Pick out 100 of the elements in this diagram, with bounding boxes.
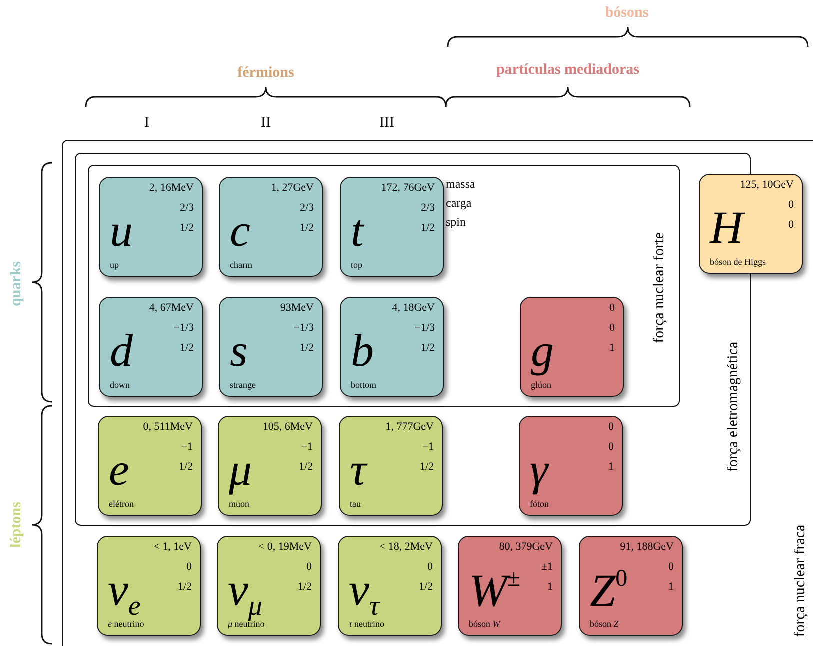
particle-name: elétron: [109, 500, 134, 509]
spin-value: 1/2: [298, 462, 313, 473]
particle-symbol: c: [230, 208, 250, 254]
spin-value: 1/2: [298, 582, 312, 593]
particle-card: [98, 416, 202, 516]
particle-symbol: s: [230, 328, 248, 374]
charge-value: −1/3: [414, 323, 435, 334]
spin-value: 1/2: [420, 462, 434, 473]
charge-value: 0: [186, 562, 192, 573]
mass-value: < 1, 1eV: [154, 542, 192, 553]
particle-name: fóton: [530, 500, 549, 509]
property-key: carga: [446, 197, 472, 209]
charge-value: 2/3: [300, 203, 314, 214]
particle-symbol: e: [109, 447, 130, 493]
particle-name: e neutrino: [108, 620, 144, 629]
particle-symbol: W$^{±}$: [469, 567, 520, 614]
particle-symbol: ν$_{e}$: [108, 567, 141, 621]
particle-card: [219, 177, 323, 277]
spin-value: 1: [608, 462, 614, 473]
particle-name: bottom: [351, 381, 377, 390]
charge-value: 0: [610, 323, 615, 334]
mass-value: 4, 67MeV: [149, 303, 194, 314]
particle-card: [340, 297, 444, 397]
particle-card: [339, 416, 443, 516]
mass-value: 4, 18GeV: [392, 303, 435, 314]
spin-value: 0: [788, 220, 794, 231]
charge-value: 2/3: [420, 203, 435, 214]
particle-card: [520, 297, 624, 397]
charge-value: −1: [181, 442, 193, 453]
particle-name: μ neutrino: [228, 620, 265, 629]
mass-value: < 0, 19MeV: [258, 542, 312, 553]
force-region: [62, 140, 813, 646]
category-heading: bósons: [605, 6, 649, 21]
particle-card: [219, 297, 323, 397]
mass-value: 1, 27GeV: [271, 183, 314, 194]
mass-value: 93MeV: [280, 303, 314, 314]
generation-numeral: III: [380, 116, 394, 131]
charge-value: −1: [301, 442, 313, 453]
particle-name: glúon: [531, 381, 552, 390]
spin-value: 1: [668, 582, 674, 593]
particle-symbol: g: [531, 328, 554, 374]
particle-symbol: ν$_{μ}$: [228, 567, 262, 621]
particle-card: [97, 536, 201, 636]
charge-value: −1: [422, 442, 434, 453]
generation-numeral: I: [144, 116, 150, 131]
particle-symbol: τ: [350, 447, 366, 493]
region-label: força nuclear fraca: [794, 524, 808, 638]
generation-numeral: II: [261, 116, 271, 131]
mass-value: 91, 188GeV: [620, 542, 674, 553]
spin-value: 1/2: [180, 343, 194, 354]
region-label: força nuclear forte: [652, 232, 668, 344]
particle-card: [340, 177, 444, 277]
particle-name: down: [110, 381, 130, 390]
particle-symbol: t: [351, 208, 364, 254]
mass-value: 0: [608, 422, 614, 433]
mass-value: 2, 16MeV: [149, 183, 194, 194]
particle-name: tau: [350, 500, 361, 509]
particle-name: τ neutrino: [349, 620, 384, 629]
particle-card: [99, 177, 203, 277]
spin-value: 1/2: [300, 223, 314, 234]
particle-card: [338, 536, 442, 636]
mass-value: 125, 10GeV: [740, 180, 794, 191]
particle-name: bóson de Higgs: [710, 258, 766, 267]
particle-symbol: γ: [530, 447, 548, 493]
spin-value: 1/2: [418, 582, 433, 593]
spin-value: 1/2: [420, 343, 435, 354]
particle-card: [218, 416, 322, 516]
mass-value: 1, 777GeV: [386, 422, 434, 433]
particle-symbol: Z$^{0}$: [590, 567, 628, 614]
category-heading: férmions: [238, 66, 294, 81]
particle-symbol: b: [351, 328, 374, 374]
spin-value: 1: [548, 582, 553, 593]
particle-name: strange: [230, 381, 256, 390]
particle-name: muon: [229, 500, 250, 509]
particle-name: charm: [230, 261, 252, 270]
spin-value: 1/2: [178, 582, 192, 593]
charge-value: −1/3: [174, 323, 194, 334]
particle-symbol: u: [110, 208, 133, 254]
spin-value: 1/2: [180, 223, 194, 234]
particle-name: bóson W: [469, 620, 500, 629]
particle-name: up: [110, 261, 119, 270]
mass-value: 0, 511MeV: [143, 422, 193, 433]
particle-card: [699, 174, 803, 274]
charge-value: 0: [668, 562, 674, 573]
force-region: [88, 165, 680, 407]
charge-value: 0: [306, 562, 312, 573]
particle-name: bóson Z: [590, 620, 619, 629]
property-key: spin: [446, 216, 466, 228]
charge-value: 0: [608, 442, 614, 453]
particle-card: [217, 536, 321, 636]
mass-value: 105, 6MeV: [262, 422, 313, 433]
charge-value: −1/3: [294, 323, 314, 334]
spin-value: 1/2: [178, 462, 193, 473]
mass-value: < 18, 2MeV: [379, 542, 433, 553]
spin-value: 1/2: [420, 223, 435, 234]
category-heading: léptons: [10, 502, 24, 548]
category-heading: partículas mediadoras: [496, 63, 640, 78]
charge-value: ±1: [541, 562, 553, 573]
spin-value: 1/2: [300, 343, 314, 354]
mass-value: 0: [610, 303, 615, 314]
